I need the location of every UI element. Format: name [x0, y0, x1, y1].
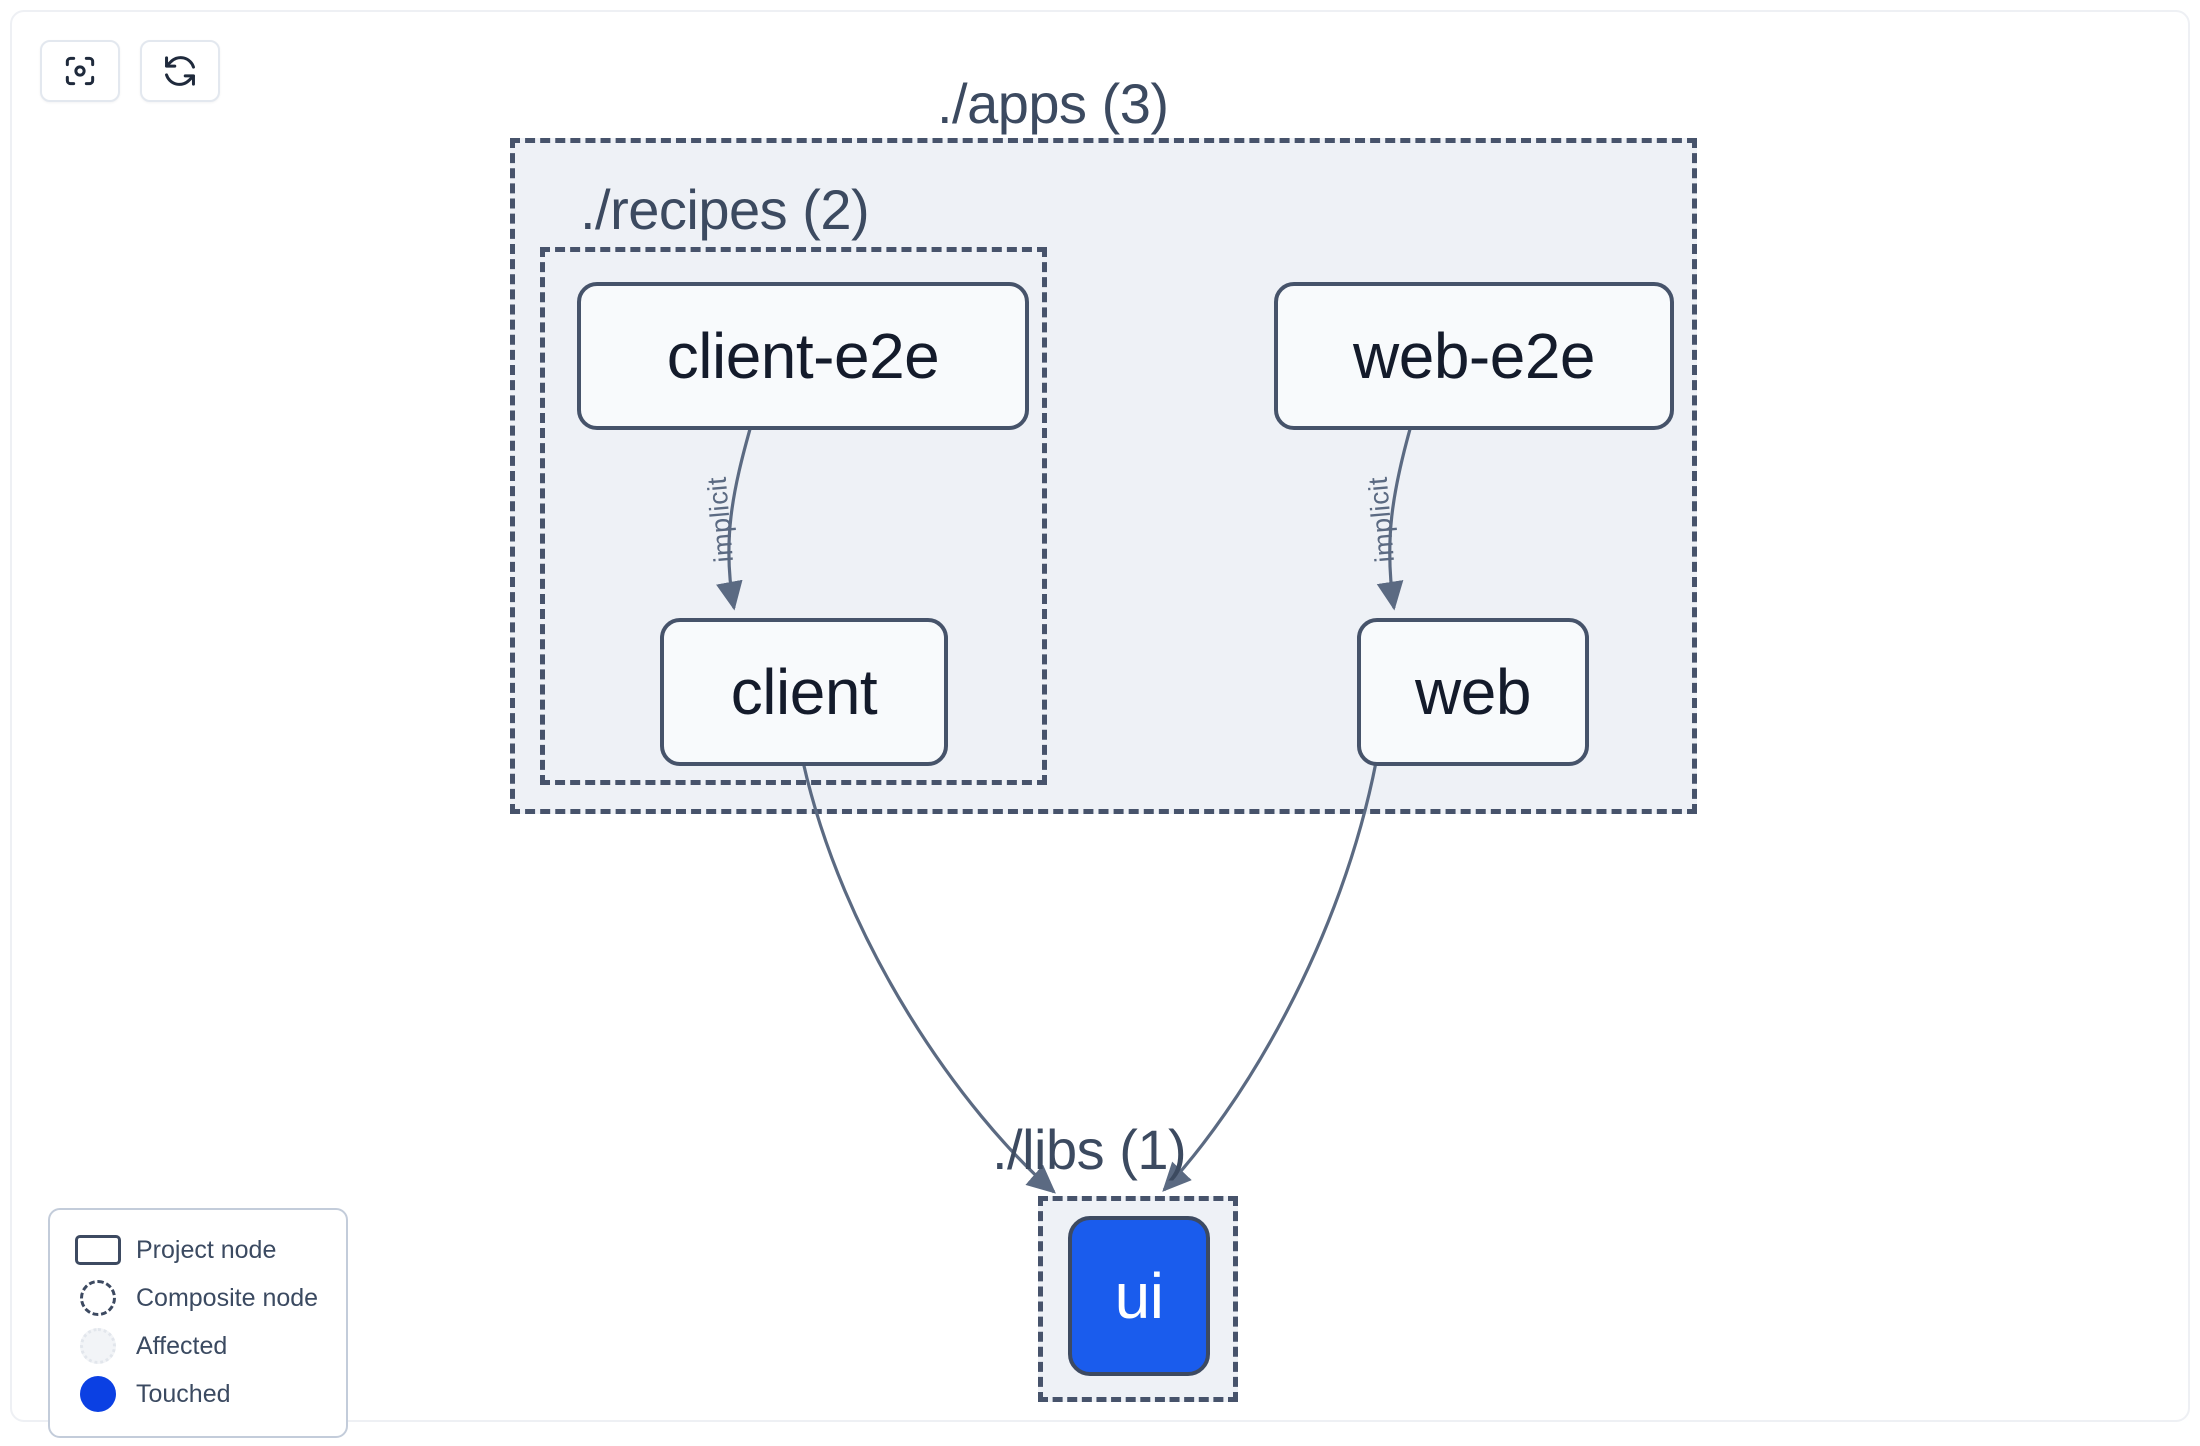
project-node-label: client-e2e: [666, 320, 940, 392]
project-node-label: ui: [1114, 1260, 1164, 1332]
legend-item-project-node: Project node: [70, 1226, 326, 1274]
project-node-label: web: [1415, 656, 1531, 728]
group-label-libs: ./libs (1): [992, 1118, 1187, 1181]
project-node-ui[interactable]: ui: [1068, 1216, 1210, 1376]
focus-graph-button[interactable]: [40, 40, 120, 102]
refresh-graph-button[interactable]: [140, 40, 220, 102]
project-node-client-e2e[interactable]: client-e2e: [577, 282, 1029, 430]
graph-canvas[interactable]: ./apps (3) ./recipes (2) ./libs (1) impl…: [10, 10, 2190, 1438]
group-label-recipes: ./recipes (2): [580, 178, 870, 241]
project-node-web[interactable]: web: [1357, 618, 1589, 766]
group-label-apps: ./apps (3): [937, 72, 1169, 135]
composite-node-swatch: [70, 1280, 126, 1316]
legend-item-label: Touched: [136, 1379, 231, 1408]
legend-item-label: Project node: [136, 1235, 277, 1264]
project-graph[interactable]: ./apps (3) ./recipes (2) ./libs (1) impl…: [12, 12, 2188, 1420]
project-node-web-e2e[interactable]: web-e2e: [1274, 282, 1674, 430]
touched-swatch: [70, 1376, 126, 1412]
legend-item-affected: Affected: [70, 1322, 326, 1370]
project-node-client[interactable]: client: [660, 618, 948, 766]
graph-toolbar: [40, 40, 220, 102]
legend-item-label: Affected: [136, 1331, 228, 1360]
focus-target-icon: [61, 52, 99, 90]
legend-item-touched: Touched: [70, 1370, 326, 1418]
legend-item-label: Composite node: [136, 1283, 319, 1312]
project-node-swatch: [70, 1235, 126, 1265]
project-node-label: client: [730, 656, 878, 728]
affected-swatch: [70, 1328, 126, 1364]
project-node-label: web-e2e: [1353, 320, 1596, 392]
graph-legend: Project node Composite node Affected Tou…: [48, 1208, 348, 1438]
refresh-icon: [161, 52, 199, 90]
legend-item-composite-node: Composite node: [70, 1274, 326, 1322]
